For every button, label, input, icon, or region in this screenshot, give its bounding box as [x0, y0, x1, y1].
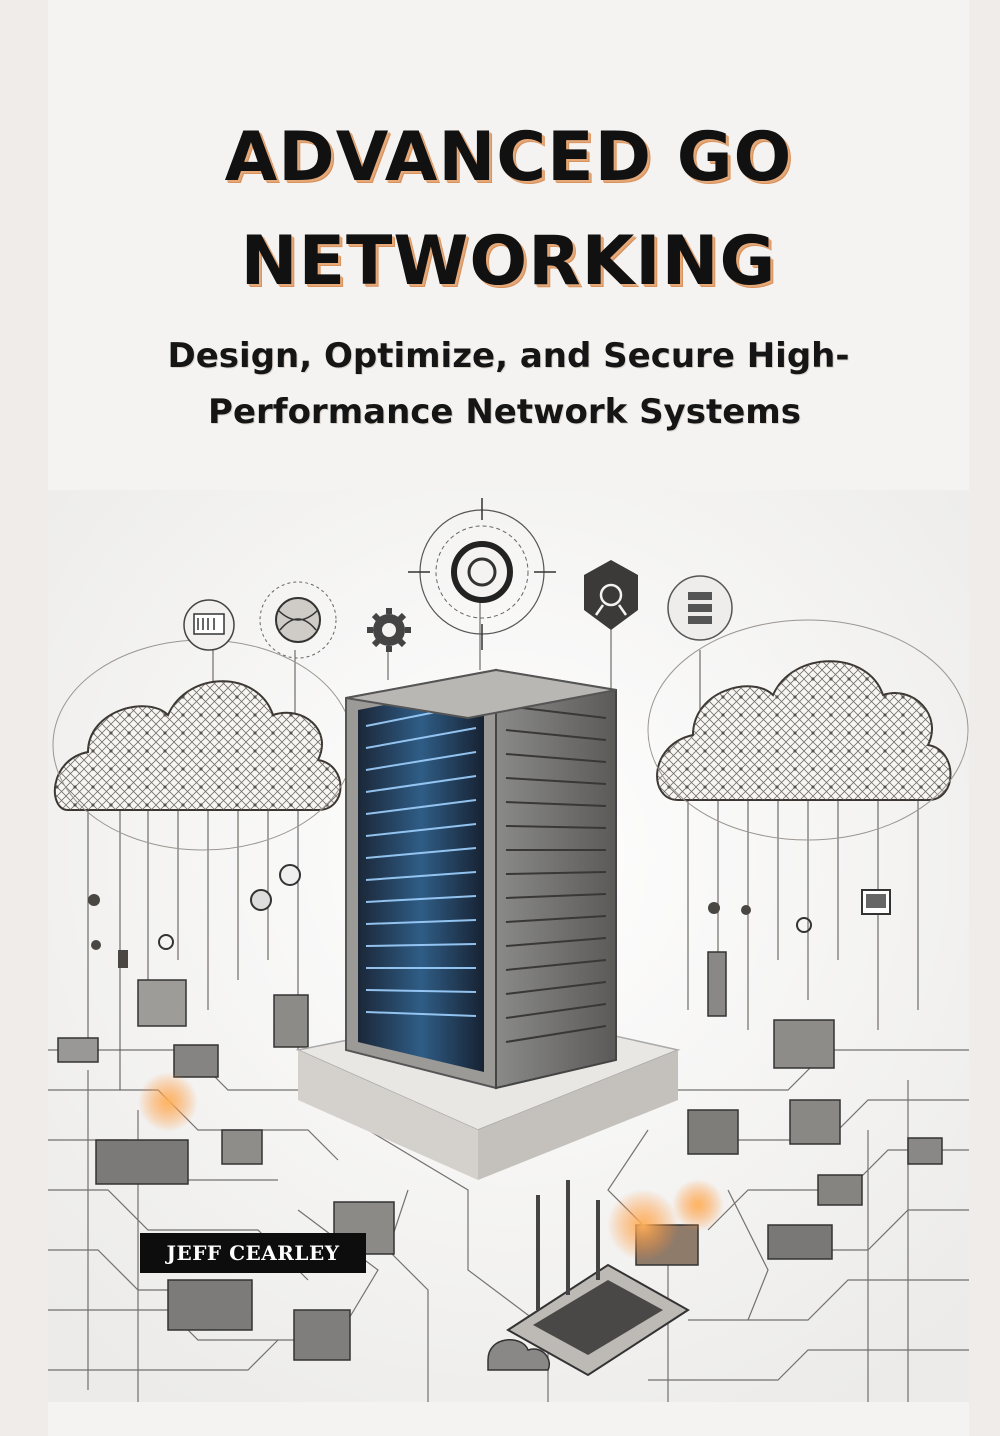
monitor-icon	[183, 599, 235, 651]
cloud-network-icon	[647, 619, 969, 841]
book-subtitle-line-1: Design, Optimize, and Secure High-	[167, 336, 850, 376]
globe-icon	[259, 581, 337, 659]
book-title-line-2: NETWORKING	[240, 222, 777, 301]
monitor-icon	[861, 889, 891, 915]
building-icon	[57, 951, 943, 1371]
cover-bottom-margin	[48, 1402, 969, 1436]
gear-icon	[367, 608, 411, 652]
network-node-icon	[584, 560, 638, 630]
laptop-icon	[506, 1180, 690, 1377]
book-title-line-1: ADVANCED GO	[224, 118, 793, 197]
book-cover: ADVANCED GO NETWORKING Design, Optimize,…	[48, 0, 969, 1436]
circuit-traces	[48, 1049, 969, 1402]
database-icon	[667, 575, 733, 641]
cover-illustration	[48, 490, 969, 1402]
server-rack-icon	[295, 668, 681, 1180]
hanging-nodes	[88, 864, 812, 968]
author-label-box: JEFF CEARLEY	[140, 1233, 366, 1273]
target-icon	[408, 498, 556, 650]
book-subtitle-line-2: Performance Network Systems	[208, 392, 801, 432]
author-name: JEFF CEARLEY	[166, 1241, 340, 1265]
